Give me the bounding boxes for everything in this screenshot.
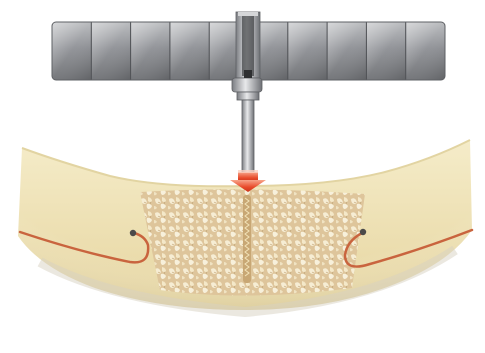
- nerve-foramen-left: [130, 230, 136, 236]
- guide-segment: [92, 23, 130, 80]
- nerve-foramen-right: [360, 229, 366, 235]
- drill-sleeve: [236, 12, 260, 78]
- guide-segment: [53, 23, 91, 80]
- guide-segment: [288, 23, 326, 80]
- guide-segment: [131, 23, 169, 80]
- guide-segment: [170, 23, 208, 80]
- osteotomy-channel: [243, 195, 251, 283]
- guide-segment: [406, 23, 444, 80]
- drill: [232, 70, 262, 176]
- guide-segment: [328, 23, 366, 80]
- guide-segment: [367, 23, 405, 80]
